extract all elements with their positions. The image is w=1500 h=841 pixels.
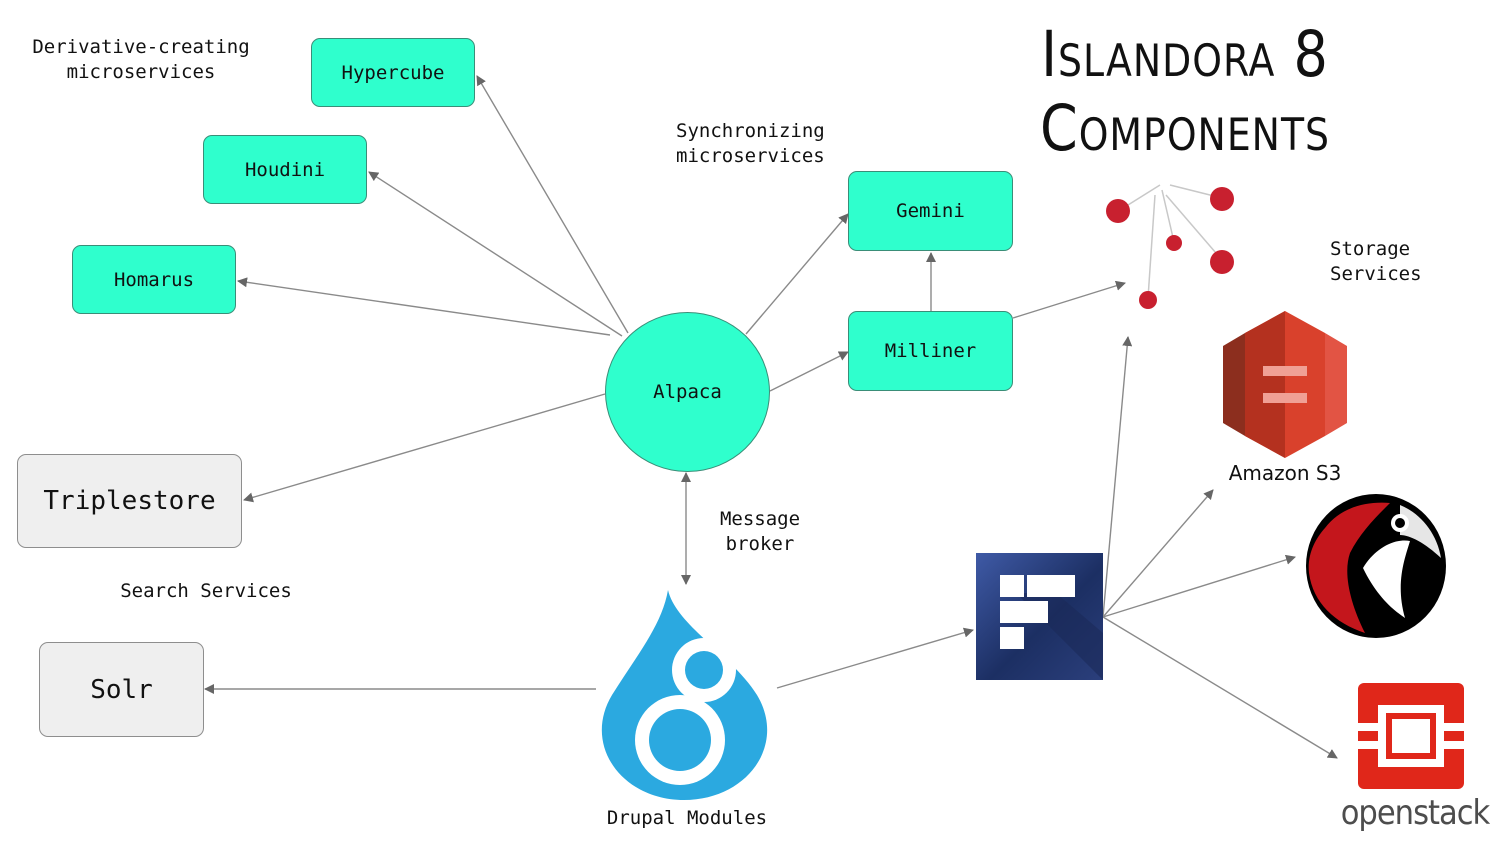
edge-alpaca-hypercube xyxy=(476,75,629,334)
drupal-8-icon xyxy=(601,590,768,800)
node-houdini[interactable]: Houdini xyxy=(203,135,367,204)
storage-label-line2: Services xyxy=(1330,263,1422,285)
node-triplestore[interactable]: Triplestore xyxy=(17,454,242,548)
scattered-dots-icon xyxy=(1106,184,1234,309)
search-services-label: Search Services xyxy=(120,580,292,602)
message-broker-label-line1: Message xyxy=(719,508,801,530)
amazon-s3-label: Amazon S3 xyxy=(1228,461,1342,485)
node-milliner[interactable]: Milliner xyxy=(848,311,1013,391)
edge-fedora-dots xyxy=(1102,336,1133,618)
storage-label-line1: Storage xyxy=(1330,238,1411,260)
edge-alpaca-gemini xyxy=(745,213,849,335)
fedora-icon xyxy=(976,553,1103,680)
derivative-label: Derivative-creating microservices xyxy=(18,35,264,85)
edge-fedora-rackspace xyxy=(1102,554,1296,618)
storage-label: Storage Services xyxy=(1330,237,1440,287)
derivative-label-line2: microservices xyxy=(66,61,216,83)
edge-fedora-s3 xyxy=(1102,489,1214,618)
edge-alpaca-milliner xyxy=(769,351,849,392)
node-alpaca[interactable]: Alpaca xyxy=(605,312,770,472)
edge-drupal-fedora xyxy=(776,627,974,689)
openstack-icon xyxy=(1358,683,1464,789)
node-hypercube[interactable]: Hypercube xyxy=(311,38,475,107)
rackspace-icon xyxy=(1306,494,1446,638)
edge-alpaca-homarus xyxy=(237,277,611,336)
drupal-modules-label: Drupal Modules xyxy=(606,807,768,829)
node-gemini[interactable]: Gemini xyxy=(848,171,1013,251)
edge-alpaca-houdini xyxy=(368,171,623,337)
openstack-label: openstack xyxy=(1340,793,1491,833)
diagram-title: Islandora 8 Components xyxy=(1039,18,1331,166)
derivative-label-line1: Derivative-creating xyxy=(32,36,250,58)
node-homarus[interactable]: Homarus xyxy=(72,245,236,314)
message-broker-label-line2: broker xyxy=(725,533,795,555)
synchronizing-label-line1: Synchronizing xyxy=(676,120,825,142)
node-solr[interactable]: Solr xyxy=(39,642,204,737)
synchronizing-label: Synchronizing microservices xyxy=(676,119,858,169)
edge-milliner-triplestore-service xyxy=(1012,280,1126,319)
synchronizing-label-line2: microservices xyxy=(676,145,825,167)
message-broker-label: Message broker xyxy=(700,507,820,557)
amazon-s3-icon xyxy=(1223,311,1347,458)
edge-alpaca-triplestore xyxy=(243,393,606,503)
edge-fedora-openstack xyxy=(1102,616,1338,759)
